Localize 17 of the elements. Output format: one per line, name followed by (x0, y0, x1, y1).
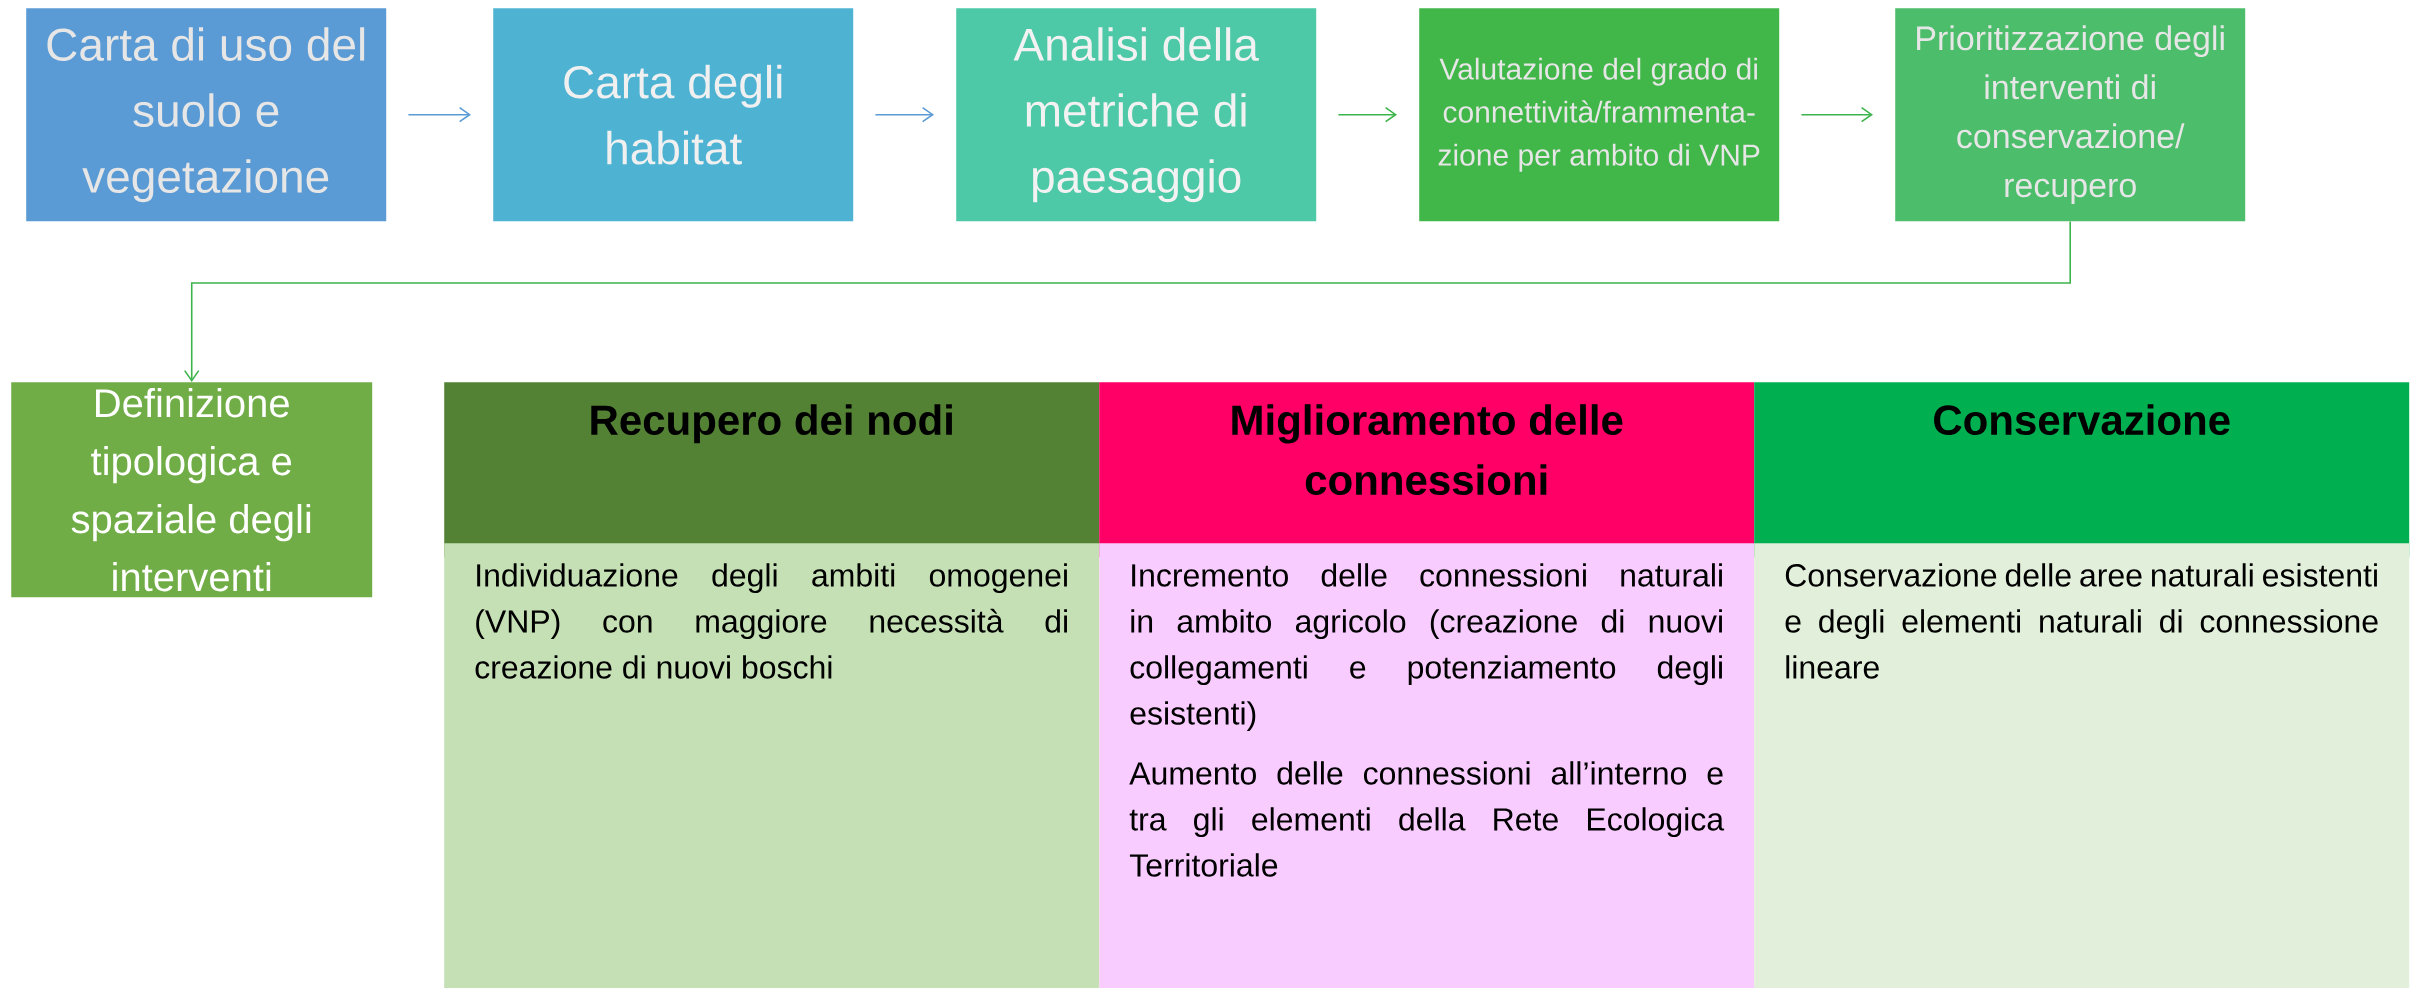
table-header-cell: Conservazione (1754, 382, 2410, 558)
arrow (1337, 106, 1397, 123)
process-box: Valutazione del grado di connettività/frammenta-zione per ambito di VNP (1419, 8, 1780, 222)
process-box: Definizione tipologica e spaziale degli interventi (11, 382, 373, 598)
process-box: Carta degli habitat (493, 8, 854, 222)
table-cell: Incremento delle connessioni naturali in ambito agricolo (creazione di nuovi collegamenti e potenziamento degli esistenti) Aumento delle connessioni all’interno e tra gli elementi della Rete Ecologica Territoriale (1099, 543, 1755, 988)
arrow (407, 106, 471, 123)
arrow (874, 106, 934, 123)
table-header-cell: Miglioramento delle connessioni (1099, 382, 1755, 558)
table-cell: Individuazione degli ambiti omogenei (VNP) con maggiore necessità di creazione di nuovi boschi (444, 543, 1100, 988)
process-box: Carta di uso del suolo e vegetazione (26, 8, 387, 222)
arrow (183, 220, 2071, 382)
arrow (1800, 106, 1873, 123)
process-box: Prioritizzazione degli interventi di conservazione/ recupero (1895, 8, 2246, 222)
process-box: Analisi della metriche di paesaggio (956, 8, 1317, 222)
table-cell: Conservazione delle aree naturali esistenti e degli elementi naturali di connessione lineare (1754, 543, 2410, 988)
table-header-cell: Recupero dei nodi (444, 382, 1100, 558)
